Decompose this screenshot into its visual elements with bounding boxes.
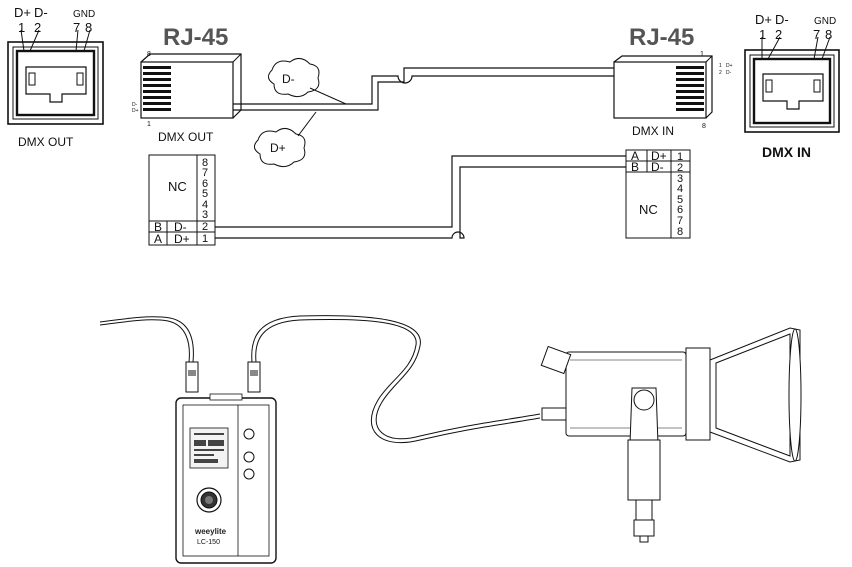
left-table-pin-7: 7	[202, 167, 208, 179]
left-table-pin-6: 6	[202, 178, 208, 190]
right-plug-pin-bottom: 8	[702, 123, 706, 130]
right-table-a-pin: 1	[677, 151, 683, 163]
right-jack-gnd-label: GND	[814, 16, 836, 27]
right-plug-pin-top: 1	[700, 51, 704, 58]
d-minus-callout-label: D-	[282, 72, 295, 86]
controller-brand: weeylite	[194, 527, 227, 536]
light-fixture	[540, 327, 802, 543]
right-pin-table: A D+ 1 B D- 2 NC 3 4 5 6 7 8	[625, 149, 691, 239]
left-table-a-letter: A	[154, 232, 162, 246]
right-table-pin-3: 3	[677, 173, 683, 185]
left-plug-side-d-minus: D-	[132, 102, 138, 108]
right-jack-pin-8: 8	[825, 27, 832, 42]
right-rj45-plug: RJ-45 1 8 1 2 D+ D- DMX IN	[613, 24, 733, 138]
right-table-b-pin: 2	[677, 162, 683, 174]
right-plug-title: RJ-45	[629, 24, 694, 51]
left-table-a-pin: 1	[202, 233, 208, 245]
right-table-a-letter: A	[631, 149, 639, 163]
right-jack-caption: DMX IN	[762, 144, 811, 160]
left-table-pin-8: 8	[202, 157, 208, 169]
right-table-nc: NC	[639, 202, 658, 217]
left-table-a-signal: D+	[174, 232, 190, 246]
rj45-cable	[233, 67, 614, 111]
left-jack-gnd-label: GND	[73, 9, 95, 20]
left-plug-pin-bottom: 1	[147, 121, 151, 128]
left-table-b-letter: B	[154, 220, 162, 234]
left-plug-title: RJ-45	[163, 24, 228, 51]
controller-model: LC-150	[197, 539, 220, 546]
left-jack-d-plus-label: D+	[14, 5, 31, 20]
right-table-pin-4: 4	[677, 183, 683, 195]
table-wiring	[215, 155, 626, 239]
left-table-b-pin: 2	[202, 221, 208, 233]
left-table-pin-3: 3	[202, 209, 208, 221]
right-jack-pin-2: 2	[775, 27, 782, 42]
left-plug-caption: DMX OUT	[158, 130, 214, 144]
left-table-nc: NC	[168, 179, 187, 194]
right-table-b-letter: B	[631, 160, 639, 174]
right-jack-pin-1: 1	[759, 27, 766, 42]
right-table-pin-5: 5	[677, 194, 683, 206]
right-jack-d-plus-label: D+	[755, 12, 772, 27]
right-plug-caption: DMX IN	[632, 124, 674, 138]
d-plus-callout-label: D+	[270, 141, 286, 155]
left-jack-caption: DMX OUT	[18, 135, 74, 149]
left-rj45-plug: RJ-45 8 1 D- D+ DMX OUT	[132, 24, 242, 144]
left-pin-table: NC 8 7 6 5 4 3 B D- 2 A D+ 1	[148, 154, 216, 246]
right-plug-side-d-plus: D+	[726, 63, 733, 69]
left-table-pin-4: 4	[202, 199, 208, 211]
right-table-pin-6: 6	[677, 204, 683, 216]
right-rj45-jack: D+ D- 1 2 GND 7 8 DMX IN	[744, 12, 840, 160]
left-plug-side-d-plus: D+	[132, 108, 139, 114]
left-table-pin-5: 5	[202, 188, 208, 200]
left-jack-d-minus-label: D-	[34, 5, 48, 20]
right-plug-side-pin-2: 2	[719, 70, 722, 76]
right-jack-pin-7: 7	[813, 27, 820, 42]
right-jack-d-minus-label: D-	[775, 12, 789, 27]
left-jack-pin-8: 8	[85, 20, 92, 35]
d-minus-callout: D-	[268, 58, 347, 105]
lc150-controller: weeylite LC-150	[99, 315, 541, 564]
right-table-b-signal: D-	[651, 160, 664, 174]
left-rj45-jack: D+ D- 1 2 GND 7 8 DMX OUT	[7, 5, 104, 149]
left-jack-pin-2: 2	[34, 20, 41, 35]
left-jack-pin-1: 1	[18, 20, 25, 35]
right-plug-side-d-minus: D-	[726, 70, 732, 76]
left-jack-pin-7: 7	[73, 20, 80, 35]
right-plug-side-pin-1: 1	[719, 63, 722, 69]
right-table-pin-7: 7	[677, 215, 683, 227]
right-table-a-signal: D+	[651, 149, 667, 163]
left-table-b-signal: D-	[174, 220, 187, 234]
d-plus-callout: D+	[254, 111, 317, 168]
right-table-pin-8: 8	[677, 226, 683, 238]
